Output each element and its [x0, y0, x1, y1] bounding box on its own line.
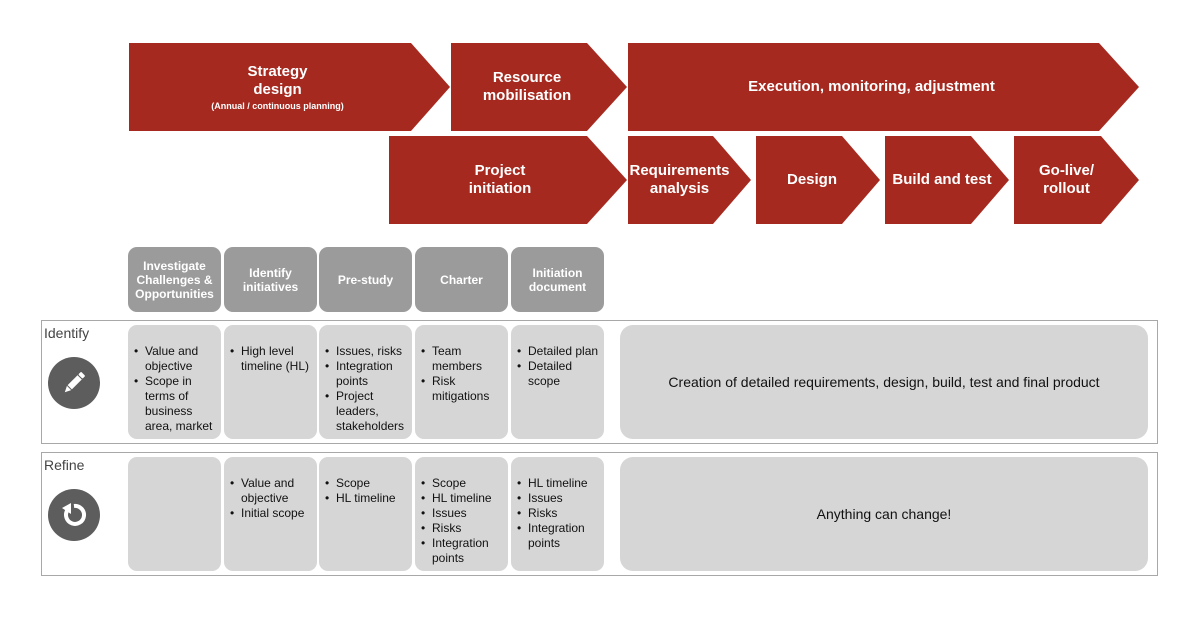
project-arrow-design: Design: [756, 136, 880, 224]
phase-arrow-subtitle: (Annual / continuous planning): [211, 100, 344, 111]
refine-list-1: Value and objectiveInitial scope: [230, 476, 313, 521]
project-arrow-go-live: Go-live/ rollout: [1014, 136, 1139, 224]
bullet-item: Risks: [421, 521, 504, 536]
identify-cell-charter: Team membersRisk mitigations: [415, 325, 508, 439]
project-arrow-initiation: Project initiation: [389, 136, 627, 224]
project-arrow-requirements: Requirements analysis: [628, 136, 751, 224]
step-identify-initiatives: Identify initiatives: [224, 247, 317, 312]
refine-label: Refine: [44, 457, 85, 473]
bullet-item: HL timeline: [517, 476, 600, 491]
bullet-item: Integration points: [517, 521, 600, 551]
bullet-item: Integration points: [421, 536, 504, 566]
project-arrow-title: Go-live/ rollout: [1038, 162, 1094, 197]
refine-list-3: ScopeHL timelineIssuesRisksIntegration p…: [421, 476, 504, 566]
identify-cell-initiation-document: Detailed planDetailed scope: [511, 325, 604, 439]
step-initiation-document: Initiation document: [511, 247, 604, 312]
bullet-item: Risks: [517, 506, 600, 521]
project-arrow-title: Project initiation: [468, 162, 532, 197]
project-arrow-title: Build and test: [892, 171, 992, 188]
bullet-item: Issues, risks: [325, 344, 408, 359]
bullet-item: Issues: [421, 506, 504, 521]
identify-cell-pre-study: Issues, risksIntegration pointsProject l…: [319, 325, 412, 439]
identify-list-4: Detailed planDetailed scope: [517, 344, 600, 389]
bullet-item: High level timeline (HL): [230, 344, 313, 374]
bullet-item: Value and objective: [134, 344, 217, 374]
phase-arrow-resource-mobilisation: Resource mobilisation: [451, 43, 627, 131]
bullet-item: Detailed scope: [517, 359, 600, 389]
bullet-item: Scope: [421, 476, 504, 491]
phase-arrow-title: Strategy design: [247, 62, 308, 98]
project-arrow-title: Requirements analysis: [629, 162, 730, 197]
identify-list-3: Team membersRisk mitigations: [421, 344, 504, 404]
phase-arrow-title: Resource mobilisation: [482, 69, 572, 104]
refine-section: [41, 452, 1158, 576]
phase-arrow-strategy-design: Strategy design (Annual / continuous pla…: [129, 43, 450, 131]
refine-cell-initiation-document: HL timelineIssuesRisksIntegration points: [511, 457, 604, 571]
step-investigate: Investigate Challenges & Opportunities: [128, 247, 221, 312]
identify-list-2: Issues, risksIntegration pointsProject l…: [325, 344, 408, 434]
project-arrow-build-test: Build and test: [885, 136, 1009, 224]
identify-label: Identify: [44, 325, 90, 341]
refine-cell-charter: ScopeHL timelineIssuesRisksIntegration p…: [415, 457, 508, 571]
refresh-icon: [48, 489, 100, 541]
identify-summary: Creation of detailed requirements, desig…: [620, 325, 1148, 439]
identify-list-0: Value and objectiveScope in terms of bus…: [134, 344, 217, 434]
step-pre-study: Pre-study: [319, 247, 412, 312]
refine-list-2: ScopeHL timeline: [325, 476, 408, 506]
project-arrow-title: Design: [786, 171, 837, 188]
bullet-item: Issues: [517, 491, 600, 506]
bullet-item: Scope: [325, 476, 408, 491]
step-charter: Charter: [415, 247, 508, 312]
refine-summary: Anything can change!: [620, 457, 1148, 571]
pencil-icon: [48, 357, 100, 409]
identify-section: [41, 320, 1158, 444]
bullet-item: Initial scope: [230, 506, 313, 521]
bullet-item: Team members: [421, 344, 504, 374]
bullet-item: Project leaders, stakeholders: [325, 389, 408, 434]
bullet-item: Risk mitigations: [421, 374, 504, 404]
identify-cell-investigate: Value and objectiveScope in terms of bus…: [128, 325, 221, 439]
refine-cell-investigate: [128, 457, 221, 571]
refine-cell-identify-initiatives: Value and objectiveInitial scope: [224, 457, 317, 571]
refine-cell-pre-study: ScopeHL timeline: [319, 457, 412, 571]
identify-list-1: High level timeline (HL): [230, 344, 313, 374]
bullet-item: HL timeline: [421, 491, 504, 506]
bullet-item: Integration points: [325, 359, 408, 389]
identify-cell-identify-initiatives: High level timeline (HL): [224, 325, 317, 439]
bullet-item: Detailed plan: [517, 344, 600, 359]
bullet-item: Scope in terms of business area, market: [134, 374, 217, 434]
bullet-item: HL timeline: [325, 491, 408, 506]
bullet-item: Value and objective: [230, 476, 313, 506]
phase-arrow-execution: Execution, monitoring, adjustment: [628, 43, 1139, 131]
refine-list-4: HL timelineIssuesRisksIntegration points: [517, 476, 600, 551]
phase-arrow-title: Execution, monitoring, adjustment: [748, 78, 995, 95]
